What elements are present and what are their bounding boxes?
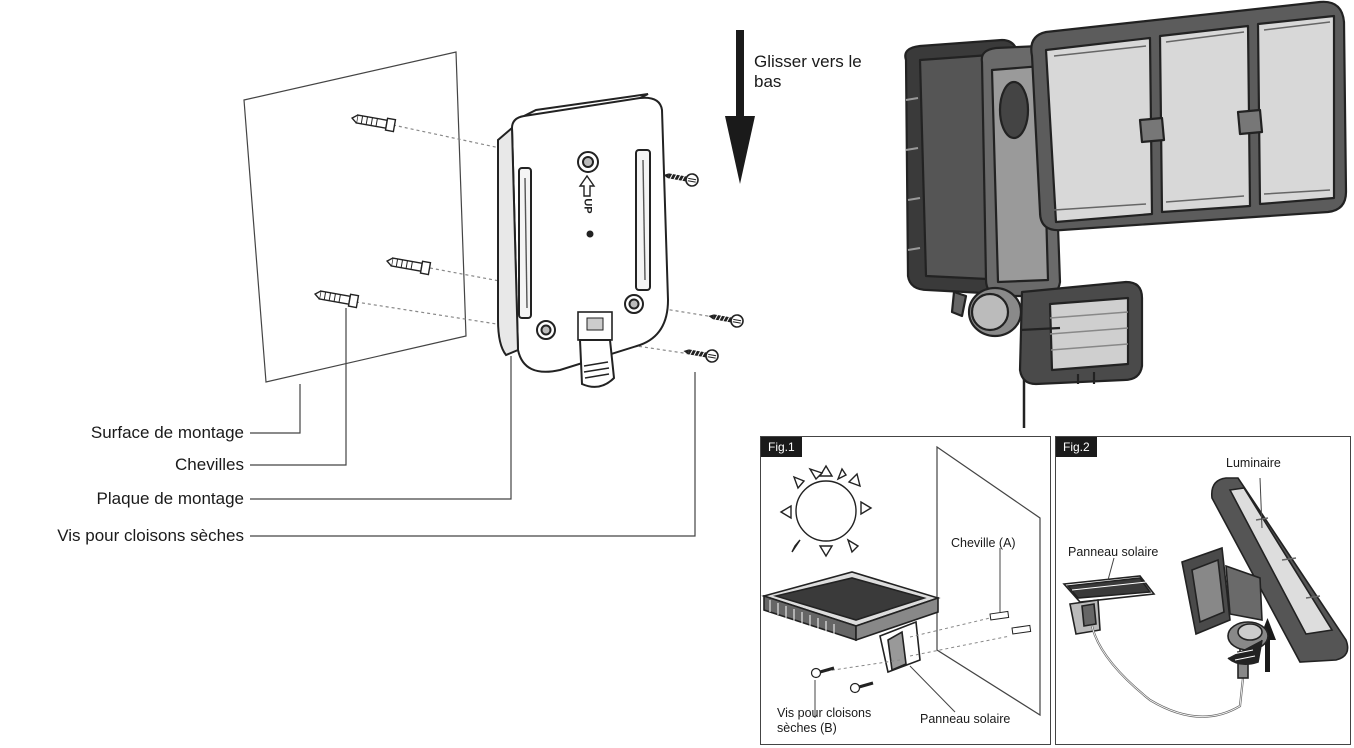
fig2-illustration — [1062, 477, 1349, 718]
fig2-frame — [1055, 436, 1351, 745]
mounting-plate — [497, 93, 670, 388]
label-drywall-screws: Vis pour cloisons sèches — [57, 526, 244, 545]
mounting-surface-wall — [243, 51, 467, 383]
drywall-screws — [662, 169, 744, 363]
fig1-anchor-label: Cheville (A) — [951, 536, 1016, 550]
label-mounting-plate: Plaque de montage — [96, 489, 244, 508]
fig1-tag: Fig.1 — [761, 437, 802, 457]
slide-down-label: Glisser vers le bas — [754, 52, 862, 91]
slide-down-arrow — [725, 30, 755, 184]
light-fixture-illustration — [904, 0, 1348, 428]
fig1-frame — [760, 436, 1051, 745]
fig1-screw-label: Vis pour cloisons sèches (B) — [777, 706, 872, 735]
fig1-panel-label: Panneau solaire — [920, 712, 1011, 726]
leader-lines — [250, 308, 696, 537]
fig1-illustration — [761, 445, 1041, 718]
plate-up-mark: UP — [581, 198, 594, 214]
fig2-tag: Fig.2 — [1056, 437, 1097, 457]
fig1-screws — [810, 666, 874, 694]
sun-icon — [779, 464, 873, 558]
label-wall-plugs: Chevilles — [175, 455, 244, 474]
fig1-anchors — [989, 610, 1032, 635]
fig2-panel-label: Panneau solaire — [1068, 545, 1159, 559]
fig2-fixture-label: Luminaire — [1226, 456, 1281, 470]
label-mounting-surface: Surface de montage — [90, 423, 244, 442]
